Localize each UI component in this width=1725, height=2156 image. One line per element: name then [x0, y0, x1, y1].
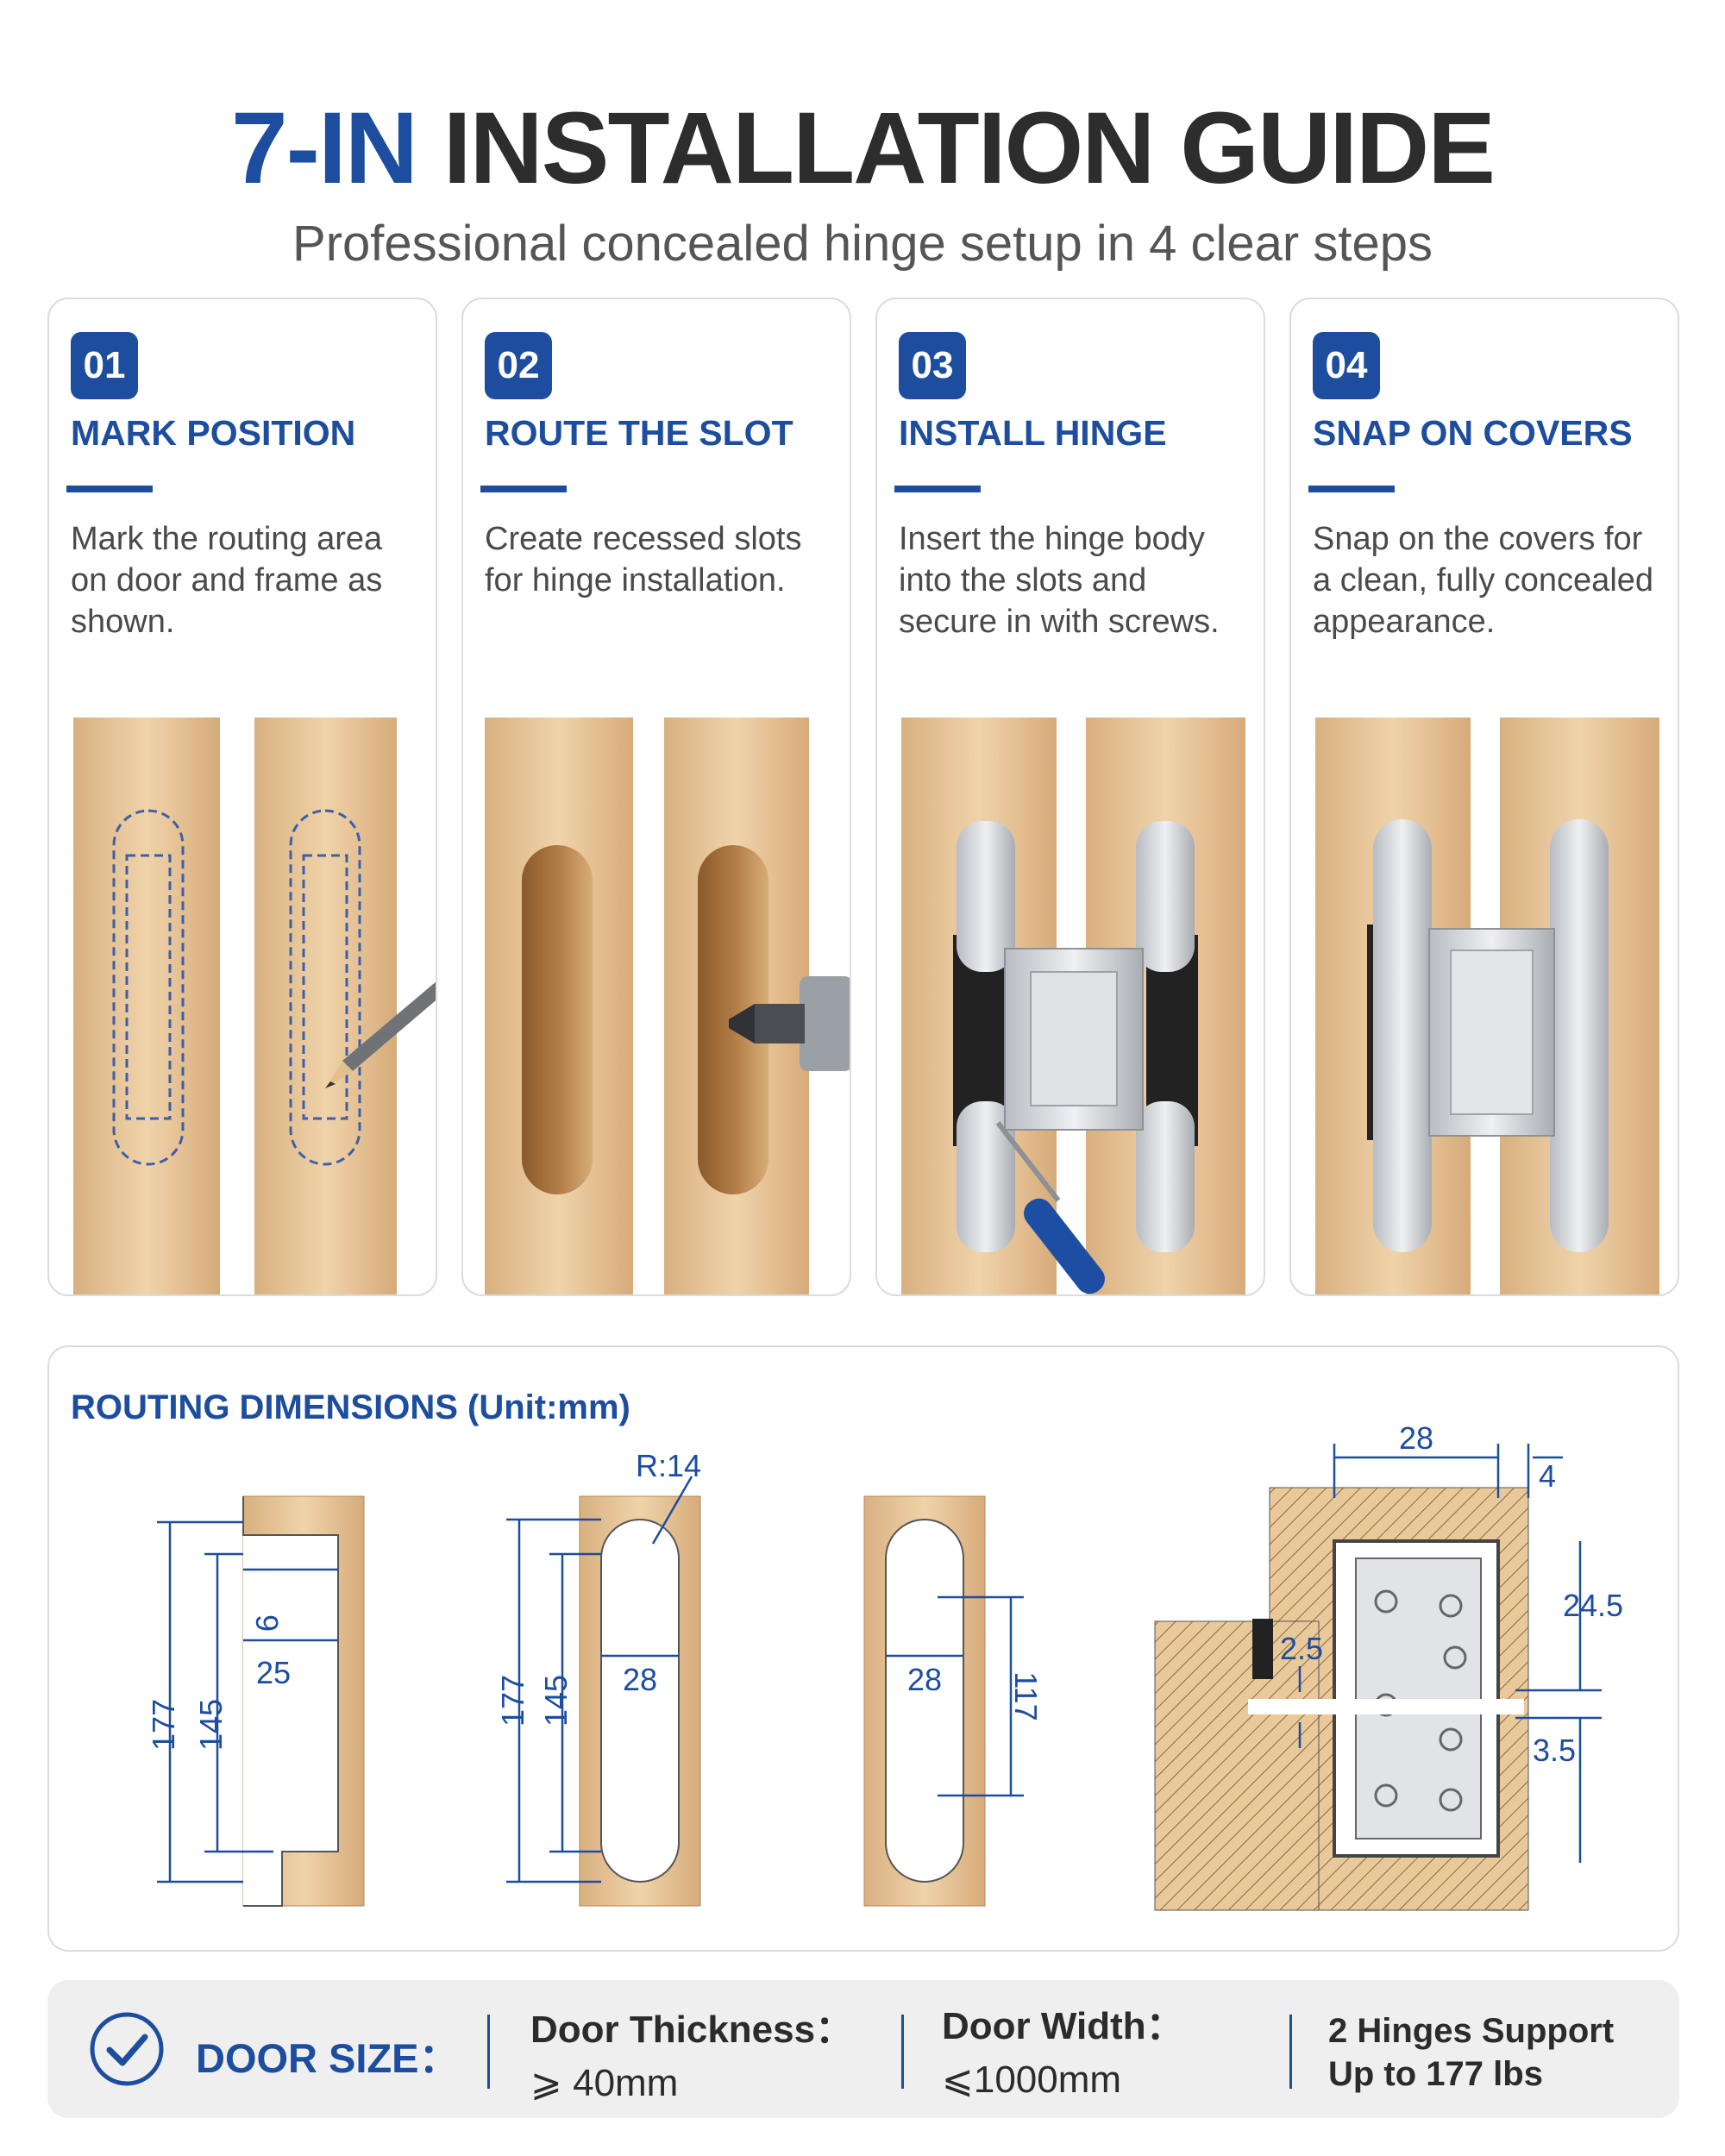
cover-slot-routing-diagram: 28 117	[863, 1495, 1044, 1907]
dimensions-title: ROUTING DIMENSIONS (Unit:mm)	[71, 1388, 630, 1426]
step-title: SNAP ON COVERS	[1313, 413, 1633, 453]
dim-label: 24.5	[1563, 1588, 1623, 1623]
screwdriver-hinge-photo	[901, 718, 1245, 1294]
door-thickness-label: Door Thickness：	[530, 2009, 854, 2051]
hinge-support-spec: 2 Hinges Support Up to 177 lbs	[1328, 2009, 1614, 2096]
dim-label: 145	[193, 1699, 229, 1751]
dim-label: 9	[249, 1614, 285, 1632]
step-title: MARK POSITION	[71, 413, 356, 453]
step-description: Mark the routing area on door and frame …	[71, 521, 383, 640]
covered-hinge-photo	[1315, 718, 1659, 1294]
door-width-label: Door Width：	[942, 2005, 1184, 2047]
dim-label: 3.5	[1533, 1733, 1576, 1768]
step-title: ROUTE THE SLOT	[485, 413, 794, 453]
step-card-4: 04 SNAP ON COVERS Snap on the covers for…	[1289, 298, 1679, 1296]
step-card-1: 01 MARK POSITION Mark the routing area o…	[47, 298, 437, 1296]
router-bit-photo	[485, 718, 850, 1294]
step-number: 02	[485, 332, 552, 399]
pencil-icon	[325, 981, 436, 1088]
title-rest: INSTALLATION GUIDE	[442, 91, 1496, 205]
step-number: 04	[1313, 332, 1380, 399]
dim-label: 28	[907, 1662, 942, 1697]
dim-label: 25	[256, 1655, 291, 1690]
divider	[1289, 2015, 1292, 2089]
divider	[901, 2015, 904, 2089]
step-description: Create recessed slots for hinge installa…	[485, 521, 802, 599]
page-title: 7-IN INSTALLATION GUIDE	[0, 97, 1725, 200]
door-thickness-spec: Door Thickness： ⩾ 40mm	[530, 2006, 853, 2108]
step-card-3: 03 INSTALL HINGE Insert the hinge body i…	[875, 298, 1265, 1296]
step-divider	[894, 486, 981, 492]
dim-label: R:14	[636, 1448, 701, 1483]
step-description: Snap on the covers for a clean, fully co…	[1313, 521, 1654, 640]
hinge-cross-section-diagram: 28 4 24.5 2.5 3.5	[1154, 1420, 1623, 1911]
dim-label: 28	[1399, 1420, 1433, 1456]
door-thickness-value: ⩾ 40mm	[530, 2062, 679, 2104]
dim-label: 2.5	[1280, 1631, 1323, 1666]
door-edge-routing-diagram: 177 145 9 25	[146, 1495, 365, 1907]
door-width-spec: Door Width： ⩽1000mm	[942, 2002, 1184, 2104]
routing-dimensions-diagram: 177 145 9 25 R:14 177 145 28	[146, 1420, 1623, 1911]
dim-label: 177	[495, 1675, 530, 1727]
step-divider	[66, 486, 153, 492]
check-circle-icon	[90, 2012, 164, 2086]
door-size-bar: DOOR SIZE： Door Thickness： ⩾ 40mm Door W…	[47, 1980, 1679, 2118]
step-number: 03	[899, 332, 966, 399]
step-description: Insert the hinge body into the slots and…	[899, 521, 1220, 640]
screwdriver-icon	[995, 1121, 1105, 1294]
support-line-1: 2 Hinges Support	[1328, 2012, 1615, 2050]
router-bit-icon	[729, 976, 850, 1071]
divider	[487, 2015, 490, 2089]
dim-label: 177	[146, 1699, 181, 1751]
step-title: INSTALL HINGE	[899, 413, 1167, 453]
dim-label: 28	[623, 1662, 657, 1697]
routing-dimensions-panel: ROUTING DIMENSIONS (Unit:mm) 177 145 9 2…	[47, 1345, 1679, 1952]
step-divider	[1308, 486, 1395, 492]
step-card-2: 02 ROUTE THE SLOT Create recessed slots …	[461, 298, 851, 1296]
frame-slot-routing-diagram: R:14 177 145 28	[495, 1448, 701, 1907]
door-size-label: DOOR SIZE：	[196, 2035, 460, 2081]
dim-label: 145	[538, 1675, 574, 1727]
door-width-value: ⩽1000mm	[942, 2059, 1122, 2101]
pencil-marking-photo	[73, 718, 436, 1294]
support-line-2: Up to 177 lbs	[1328, 2055, 1543, 2093]
step-number: 01	[71, 332, 138, 399]
dim-label: 117	[1008, 1671, 1044, 1720]
dim-label: 4	[1539, 1458, 1556, 1494]
step-divider	[480, 486, 567, 492]
title-accent: 7-IN	[231, 91, 418, 205]
page-subtitle: Professional concealed hinge setup in 4 …	[292, 216, 1433, 272]
